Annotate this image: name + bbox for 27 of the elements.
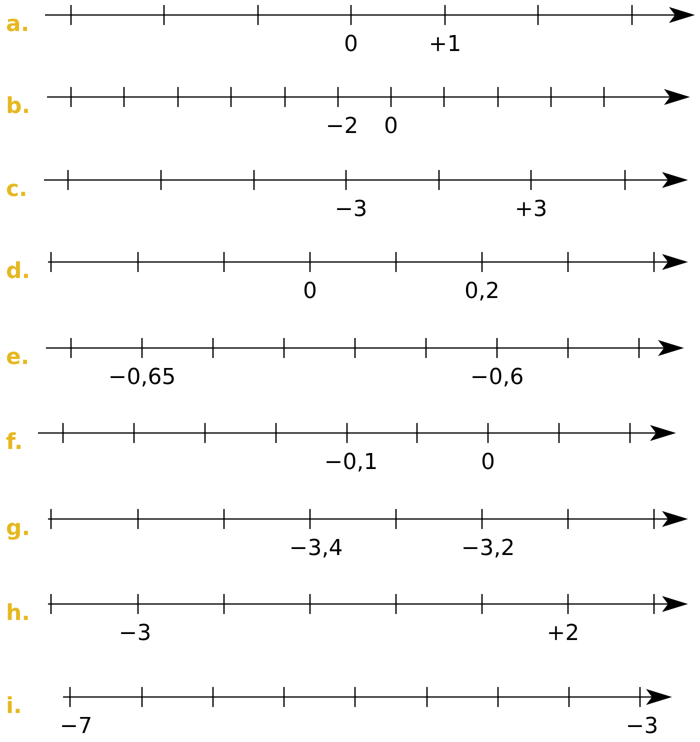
tick-label: −0,1: [324, 450, 378, 476]
tick-label: −2: [326, 114, 358, 140]
row-letter: a.: [6, 12, 30, 38]
tick-label: +1: [428, 32, 462, 58]
row-letter: i.: [6, 694, 22, 720]
row-letter: e.: [6, 345, 30, 371]
row-letter: c.: [6, 177, 28, 203]
tick-label: −3,2: [461, 536, 515, 562]
row-letter: g.: [6, 516, 30, 542]
tick-label: +3: [514, 197, 548, 223]
tick-label: 0: [344, 32, 358, 58]
tick-label: −3,4: [289, 536, 343, 562]
tick-label: +2: [546, 621, 580, 647]
tick-label: −7: [60, 714, 92, 740]
row-letter: h.: [6, 601, 30, 627]
tick-label: −0,65: [108, 365, 176, 391]
tick-label: 0: [384, 114, 398, 140]
tick-label: −3: [118, 621, 152, 647]
row-letter: d.: [6, 259, 30, 285]
tick-label: −3: [626, 714, 658, 740]
tick-label: 0: [481, 450, 495, 476]
row-letter: f.: [6, 430, 23, 456]
tick-label: −3: [334, 197, 368, 223]
tick-label: −0,6: [470, 365, 524, 391]
row-letter: b.: [6, 94, 30, 120]
tick-label: 0,2: [464, 279, 500, 305]
tick-label: 0: [303, 279, 317, 305]
